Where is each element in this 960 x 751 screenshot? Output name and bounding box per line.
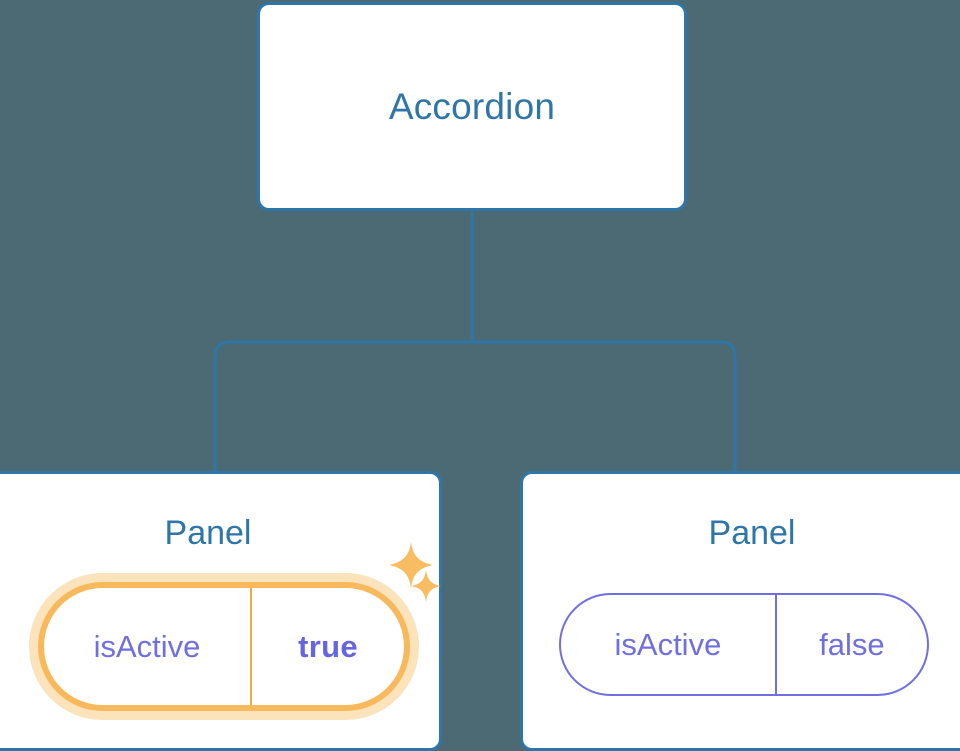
node-panel-active[interactable]: Panel isActive true (0, 471, 442, 751)
connector-branch-right (472, 340, 737, 472)
node-panel-inactive[interactable]: Panel isActive false (520, 471, 960, 751)
prop-key-is-active: isActive (93, 628, 201, 664)
prop-pill-is-active-true[interactable]: isActive true (44, 588, 404, 705)
node-accordion-label: Accordion (388, 86, 556, 127)
node-panel-inactive-label: Panel (708, 514, 796, 552)
prop-pill-active-wrapper[interactable]: isActive true (29, 573, 419, 720)
prop-pill-is-active-false[interactable]: isActive false (559, 593, 929, 696)
prop-key-is-active: isActive (614, 626, 722, 662)
node-accordion[interactable]: Accordion (257, 2, 687, 211)
node-panel-active-body: Panel isActive true (0, 474, 439, 748)
connector-branch-left (213, 340, 472, 472)
prop-value-false: false (774, 595, 927, 694)
node-panel-inactive-body: Panel isActive false (523, 474, 960, 748)
node-panel-active-label: Panel (164, 514, 252, 552)
prop-value-true: true (250, 588, 404, 705)
